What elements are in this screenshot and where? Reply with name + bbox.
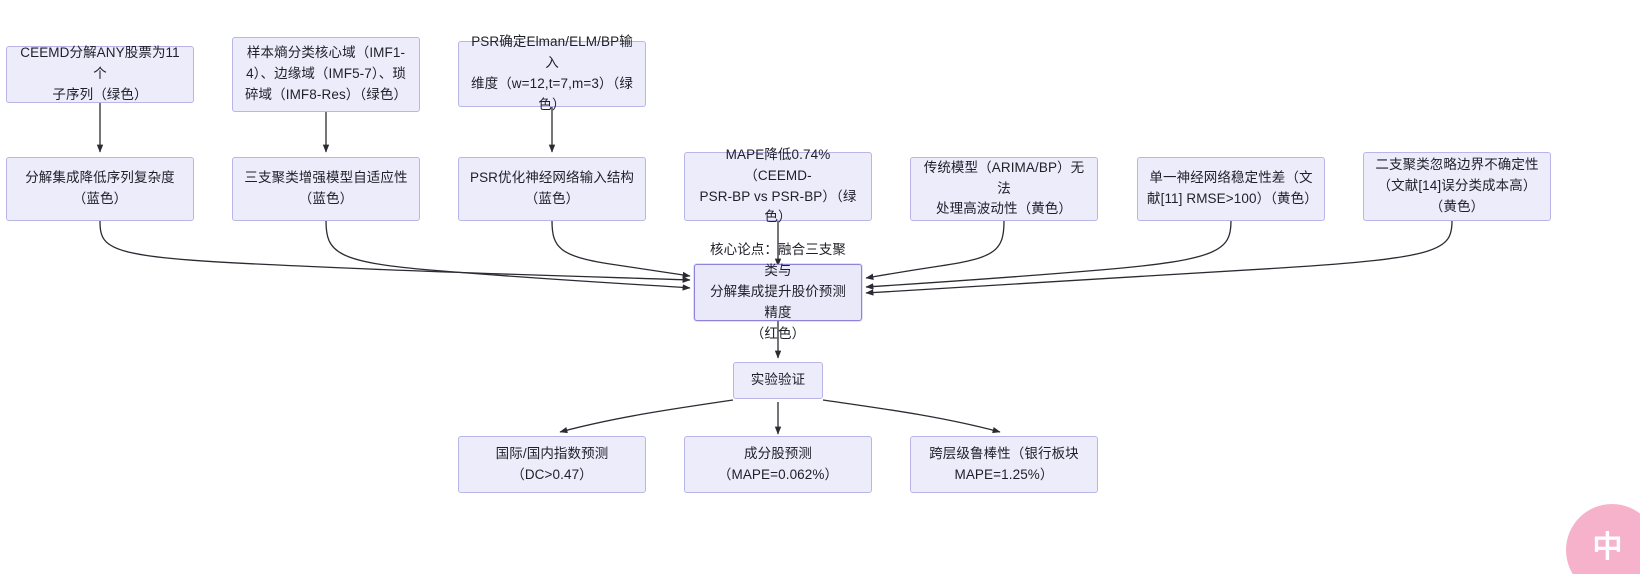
edge-n8-core [865, 220, 1005, 280]
watermark-badge: 中 [1566, 504, 1640, 574]
node-traditional-model-limit[interactable]: 传统模型（ARIMA/BP）无法 处理高波动性（黄色） [910, 157, 1098, 221]
node-index-forecast[interactable]: 国际/国内指数预测 （DC>0.47） [458, 436, 646, 493]
node-three-way-adaptive[interactable]: 三支聚类增强模型自适应性 （蓝色） [232, 157, 420, 221]
node-label: 国际/国内指数预测 （DC>0.47） [495, 445, 609, 482]
node-label: PSR优化神经网络输入结构 （蓝色） [469, 170, 635, 206]
node-label: MAPE降低0.74%（CEEMD- PSR-BP vs PSR-BP）（绿 色… [699, 146, 857, 225]
node-psr-input-dimension[interactable]: PSR确定Elman/ELM/BP输入 维度（w=12,t=7,m=3）（绿 色… [458, 34, 646, 112]
node-cross-level-robustness[interactable]: 跨层级鲁棒性（银行板块 MAPE=1.25%） [910, 436, 1098, 493]
edge-n6-core [551, 220, 691, 279]
node-two-way-boundary-issue[interactable]: 二支聚类忽略边界不确定性 （文献[14]误分类成本高） （黄色） [1363, 152, 1551, 221]
node-label: 二支聚类忽略边界不确定性 （文献[14]误分类成本高） （黄色） [1375, 157, 1539, 214]
node-reduce-complexity[interactable]: 分解集成降低序列复杂度 （蓝色） [6, 157, 194, 221]
node-label: 传统模型（ARIMA/BP）无法 处理高波动性（黄色） [923, 159, 1085, 217]
node-constituent-stock-forecast[interactable]: 成分股预测 （MAPE=0.062%） [684, 436, 872, 493]
node-label: 分解集成降低序列复杂度 （蓝色） [25, 170, 175, 206]
node-label: CEEMD分解ANY股票为11个 子序列（绿色） [20, 45, 180, 102]
node-label: 成分股预测 （MAPE=0.062%） [717, 445, 839, 482]
node-label: 跨层级鲁棒性（银行板块 MAPE=1.25%） [929, 445, 1079, 482]
node-label: 三支聚类增强模型自适应性 （蓝色） [244, 170, 408, 206]
node-label: 单一神经网络稳定性差（文 献[11] RMSE>100）（黄色） [1147, 170, 1318, 206]
node-single-nn-unstable[interactable]: 单一神经网络稳定性差（文 献[11] RMSE>100）（黄色） [1137, 157, 1325, 221]
node-core-argument[interactable]: 核心论点：融合三支聚类与 分解集成提升股价预测精度 （红色） [694, 242, 862, 341]
edge-verify-r1 [559, 399, 734, 434]
edge-verify-r3 [822, 399, 1001, 434]
node-sample-entropy-classify[interactable]: 样本熵分类核心域（IMF1- 4）、边缘域（IMF5-7）、琐 碎域（IMF8-… [232, 37, 420, 112]
edge-n5-core [325, 220, 691, 291]
node-ceemd-decompose[interactable]: CEEMD分解ANY股票为11个 子序列（绿色） [6, 45, 194, 103]
edge-n9-core [865, 220, 1232, 290]
node-experimental-validation[interactable]: 实验验证 [733, 362, 823, 399]
node-label: 核心论点：融合三支聚类与 分解集成提升股价预测精度 （红色） [710, 242, 846, 341]
watermark-text: 中 [1592, 531, 1624, 564]
node-psr-optimize-structure[interactable]: PSR优化神经网络输入结构 （蓝色） [458, 157, 646, 221]
edge-n4-core [99, 220, 691, 283]
node-label: 样本熵分类核心域（IMF1- 4）、边缘域（IMF5-7）、琐 碎域（IMF8-… [244, 45, 408, 102]
node-label: 实验验证 [750, 372, 806, 388]
node-label: PSR确定Elman/ELM/BP输入 维度（w=12,t=7,m=3）（绿 色… [471, 34, 633, 112]
node-mape-improvement[interactable]: MAPE降低0.74%（CEEMD- PSR-BP vs PSR-BP）（绿 色… [684, 147, 872, 224]
edge-n10-core [865, 220, 1453, 296]
